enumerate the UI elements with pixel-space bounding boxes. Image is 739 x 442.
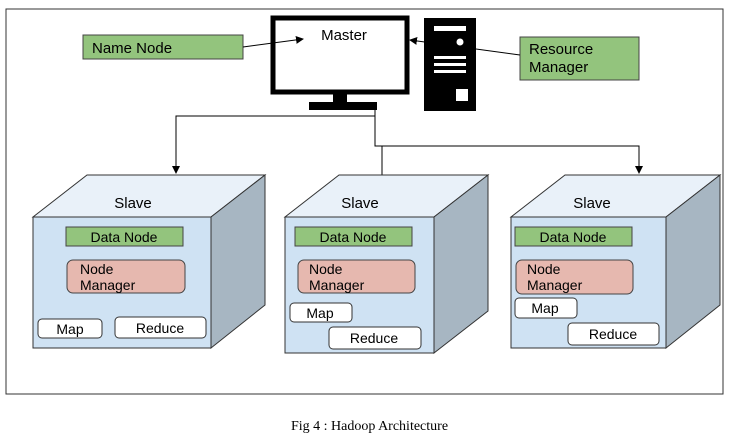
reduce-box [567, 322, 660, 346]
resource-manager-box [519, 36, 640, 81]
monitor-neck [333, 92, 347, 104]
reduce-label: Reduce [589, 326, 637, 342]
data-node-box [514, 226, 633, 247]
slave-node-2: Slave Data Node Node Manager Map Reduce [283, 173, 490, 355]
node-manager-box [297, 259, 416, 294]
reduce-label: Reduce [136, 320, 184, 336]
map-box [514, 297, 578, 319]
node-manager-label-line2: Manager [527, 277, 583, 293]
node-manager-label-line1: Node [309, 261, 343, 277]
map-box [289, 302, 353, 323]
slave-node-3: Slave Data Node Node Manager Map Reduce [509, 173, 722, 350]
map-label: Map [56, 321, 83, 337]
resource-manager-label-line1: Resource [529, 41, 593, 58]
node-manager-label-line2: Manager [309, 277, 365, 293]
map-label: Map [531, 300, 558, 316]
node-manager-box [66, 259, 186, 294]
map-box [37, 318, 103, 339]
figure-caption: Fig 4 : Hadoop Architecture [290, 419, 449, 434]
slave-node-1: Slave Data Node Node Manager Map Reduce [31, 173, 267, 350]
name-node-box [82, 34, 244, 60]
slave-label: Slave [341, 195, 379, 212]
master-computer: Master [270, 15, 410, 110]
node-manager-label-line2: Manager [80, 277, 136, 293]
arrow-namenode-to-master [242, 35, 304, 48]
data-node-label: Data Node [540, 229, 607, 245]
node-manager-label-line1: Node [80, 261, 114, 277]
reduce-label: Reduce [350, 330, 398, 346]
reduce-box [328, 326, 422, 350]
monitor-stand [309, 102, 377, 110]
master-label: Master [321, 27, 367, 44]
name-node-label: Name Node [92, 40, 172, 57]
arrow-resourcemanager-to-master [409, 36, 521, 56]
map-label: Map [306, 305, 333, 321]
node-manager-box [515, 259, 634, 295]
reduce-box [114, 316, 207, 339]
data-node-box [65, 226, 184, 247]
server-tower-icon [424, 18, 476, 111]
slave-label: Slave [114, 195, 152, 212]
node-manager-label-line1: Node [527, 261, 561, 277]
arrow-master-to-slave-3 [375, 145, 643, 174]
data-node-label: Data Node [320, 229, 387, 245]
resource-manager-label-line2: Manager [529, 59, 588, 76]
data-node-box [294, 226, 413, 247]
slave-label: Slave [573, 195, 611, 212]
data-node-label: Data Node [91, 229, 158, 245]
